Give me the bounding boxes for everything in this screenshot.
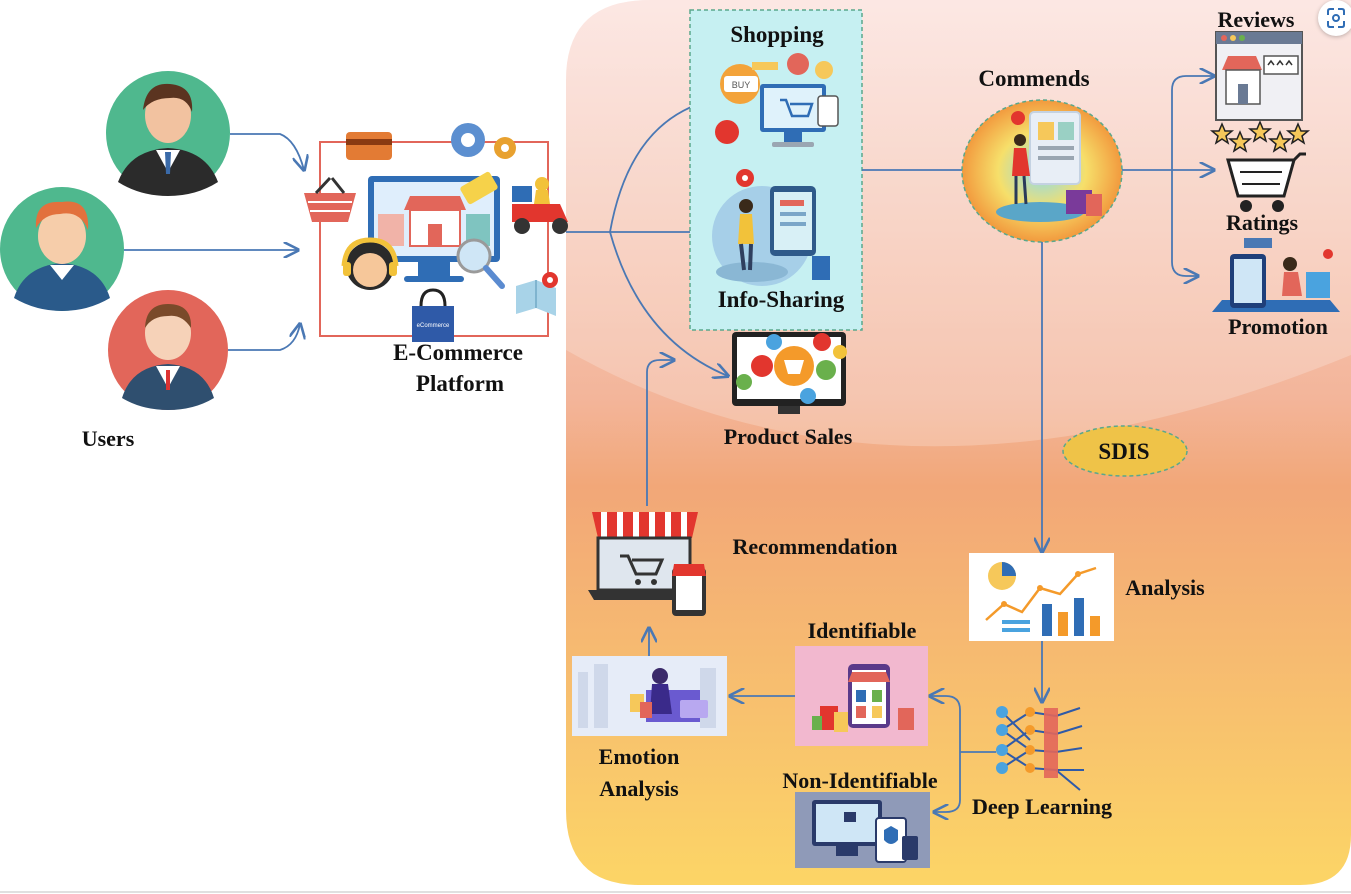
commends-label: Commends	[978, 66, 1089, 91]
analysis-illustration	[969, 553, 1114, 641]
deep-learning-label: Deep Learning	[972, 794, 1112, 819]
map-pin-icon	[516, 272, 558, 316]
scan-image-button[interactable]	[1318, 0, 1351, 36]
promotion-illustration	[1212, 238, 1340, 312]
user-avatar-3	[108, 290, 228, 410]
sdis-badge	[1062, 425, 1188, 477]
non-identifiable-label: Non-Identifiable	[782, 768, 937, 793]
delivery-scooter-icon	[512, 177, 568, 234]
promotion-label: Promotion	[1228, 314, 1328, 339]
reviews-label: Reviews	[1218, 7, 1295, 32]
gear-icon	[451, 123, 516, 159]
magnifier-icon	[456, 238, 505, 289]
reviews-illustration	[1215, 31, 1303, 121]
basket-icon	[304, 176, 356, 222]
deep-learning-illustration	[996, 706, 1084, 791]
platform-label-line1: E-Commerce	[393, 340, 523, 365]
user-avatar-1	[106, 71, 230, 196]
emotion-analysis-label-line1: Emotion	[599, 744, 680, 769]
ticket-icon	[460, 171, 498, 205]
ecommerce-platform-illustration: eCommerce	[304, 123, 568, 342]
info-sharing-illustration	[712, 169, 830, 286]
info-sharing-label: Info-Sharing	[718, 287, 845, 312]
identifiable-illustration	[795, 646, 928, 746]
commends-arrows	[1042, 76, 1214, 552]
user-arrows	[124, 133, 304, 351]
emotion-analysis-illustration	[572, 656, 727, 736]
emotion-analysis-label-line2: Analysis	[599, 776, 679, 801]
product-sales-illustration	[732, 332, 847, 414]
recommendation-illustration	[588, 512, 706, 616]
non-identifiable-illustration	[795, 792, 930, 868]
analysis-label: Analysis	[1125, 575, 1205, 600]
shopping-label: Shopping	[730, 22, 824, 47]
support-agent-icon	[341, 237, 399, 290]
ratings-illustration	[1209, 120, 1311, 212]
scan-icon	[1327, 8, 1345, 28]
shopping-illustration: BUY	[715, 53, 839, 147]
sdis-region	[566, 0, 1351, 885]
buy-card-label: BUY	[732, 80, 751, 90]
shopping-bag-icon: eCommerce	[412, 288, 454, 342]
user-avatar-2	[0, 187, 124, 311]
product-sales-label: Product Sales	[724, 424, 853, 449]
credit-card-icon	[346, 132, 392, 160]
ratings-label: Ratings	[1226, 210, 1299, 235]
users-label: Users	[82, 426, 135, 451]
sdis-label: SDIS	[1098, 439, 1149, 464]
recommendation-to-sales-arrow	[646, 360, 674, 506]
identifiable-label: Identifiable	[808, 618, 917, 643]
platform-label-line2: Platform	[416, 371, 504, 396]
recommendation-label: Recommendation	[733, 534, 898, 559]
commends-illustration	[961, 99, 1123, 243]
bag-label: eCommerce	[417, 323, 450, 329]
dl-arrows	[930, 696, 996, 812]
